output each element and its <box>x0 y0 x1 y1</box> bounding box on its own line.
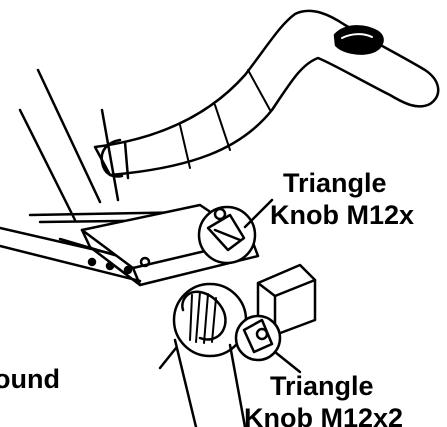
callout-top-line2: Knob M12x <box>270 200 415 230</box>
top-triangle-knob <box>197 205 257 265</box>
handlebar <box>93 9 440 180</box>
bottom-triangle-knob <box>234 314 282 362</box>
leader-lines <box>158 198 302 427</box>
callout-top-line1: Triangle <box>283 168 387 198</box>
callout-bottom-line2: Knob M12x2 <box>244 403 404 427</box>
seat-post <box>18 68 120 222</box>
callout-bottom-line1: Triangle <box>270 371 374 401</box>
callout-left-text: ound <box>0 364 60 394</box>
round-knob <box>172 282 248 358</box>
